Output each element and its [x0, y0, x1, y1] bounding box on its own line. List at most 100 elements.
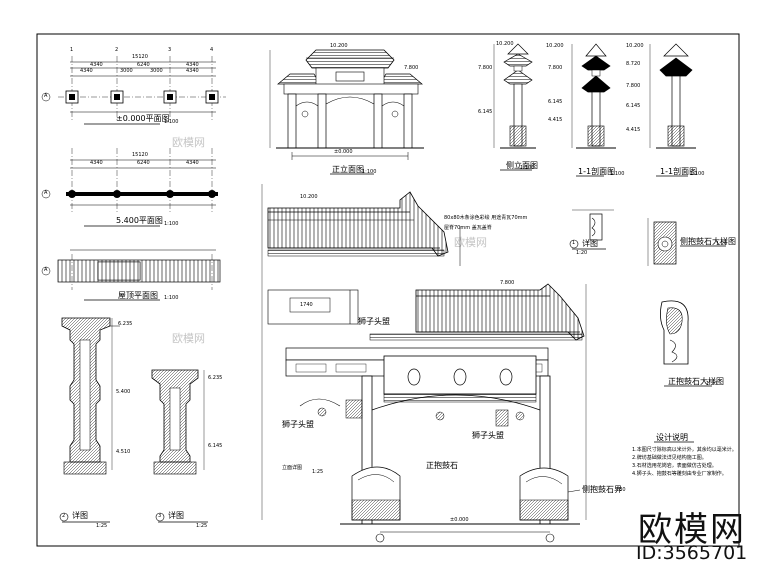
grid-row-a: A [44, 93, 48, 99]
lion-head-2: 狮子头盟 [282, 420, 314, 429]
detail-1-scale: 1:20 [576, 250, 588, 256]
lion-head-3: 狮子头盟 [472, 431, 504, 440]
sec-1-scale: 1:100 [610, 171, 625, 177]
grid-col-3: 3 [168, 47, 172, 53]
watermark-id: ID:3565701 [636, 542, 748, 564]
sec-v-3: 7.800 [548, 65, 563, 71]
side-elevation-drawing [493, 43, 536, 171]
side-top: 10.200 [496, 41, 514, 47]
roof-note-1: 80x80木条涂色彩绘 用途青瓦70mm [444, 215, 528, 221]
roof-plan-scale: 1:100 [164, 295, 179, 301]
note-3: 3.石材选用花岗岩，表面做仿古处理。 [632, 463, 717, 469]
plan5-seg-1: 4340 [90, 160, 103, 166]
front-stone-label: 正抱鼓石 [426, 461, 458, 470]
notes-title: 设计说明 [656, 433, 688, 442]
plan5-top-dim: 15120 [132, 152, 148, 158]
front-elev-title: 正立面图 [332, 165, 364, 174]
detail-1-num: 1 [572, 240, 576, 246]
plan-0-title: ±0.000平面图 [116, 114, 170, 123]
roof-plan-title: 屋顶平面图 [118, 291, 158, 300]
side-elev-title: 侧立面图 [506, 161, 538, 170]
elev-detail-title: 立面详图 [282, 465, 303, 471]
plan5-seg-2: 6240 [137, 160, 150, 166]
side-elev-scale: 1:100 [520, 165, 535, 171]
det3-v-1: 6.235 [208, 375, 223, 381]
plan-5-drawing [41, 148, 218, 227]
detail-2-num: 2 [62, 513, 66, 519]
plan-0-drawing [41, 56, 226, 125]
note-1: 1.本图尺寸除标高以米计外，其余均以毫米计。 [632, 447, 737, 453]
elev-mid: 7.800 [404, 65, 419, 71]
note-4: 4.狮子头、抱鼓石等雕刻由专业厂家制作。 [632, 471, 727, 477]
detail-1-drawing [569, 209, 614, 250]
elev-top: 10.200 [330, 43, 348, 49]
side-stone-num: 180 [616, 487, 626, 493]
big-top: 10.200 [300, 194, 318, 200]
grid-col-1: 1 [70, 47, 74, 53]
sec2-v-3: 7.800 [626, 83, 641, 89]
grid-row-a-2: A [44, 190, 48, 196]
side-v-2: 6.145 [478, 109, 493, 115]
large-elevation-drawing [261, 184, 587, 543]
side-stone-a-scale: 1:20 [716, 241, 728, 247]
sec2-v-4: 6.145 [626, 103, 641, 109]
sheet-border [36, 33, 740, 547]
detail-3-num: 3 [158, 513, 162, 519]
plan0-seg-3: 4340 [186, 62, 199, 68]
plan0-top-dim: 15120 [132, 54, 148, 60]
front-stone-drawing [660, 300, 712, 387]
detail-2-scale: 1:25 [96, 523, 108, 529]
section-1-drawing [571, 43, 616, 177]
grid-col-4: 4 [210, 47, 214, 53]
elev-detail-scale: 1:25 [312, 469, 324, 475]
plan0-bot-3: 3000 [150, 68, 163, 74]
note-2: 2.牌坊基础做法详见结构施工图。 [632, 455, 707, 461]
front-stone-title: 正抱鼓石大样图 [668, 377, 724, 386]
plan-5-title: 5.400平面图 [116, 216, 163, 225]
roof-note-2: 屋脊70mm 盖瓦盖脊 [444, 225, 492, 231]
lion-head-1: 狮子头盟 [358, 317, 390, 326]
sec-v-4: 6.145 [548, 99, 563, 105]
sec-1-title: 1-1剖面图 [578, 167, 616, 176]
side-stone-a-title: 侧抱鼓石大样图 [680, 237, 736, 246]
sec-2-title: 1-1剖面图 [660, 167, 698, 176]
sec-v-5: 4.415 [548, 117, 563, 123]
grid-col-2: 2 [115, 47, 119, 53]
plan-0-scale: 1:100 [164, 119, 179, 125]
front-elev-scale: 1:100 [362, 169, 377, 175]
big-base: ±0.000 [450, 517, 469, 523]
plan5-seg-3: 4340 [186, 160, 199, 166]
det2-v-3: 4.510 [116, 449, 131, 455]
detail-3-scale: 1:25 [196, 523, 208, 529]
watermark-small-3: 欧模网 [172, 332, 205, 345]
detail-2-drawing [59, 317, 120, 523]
elev-base: ±0.000 [334, 149, 353, 155]
plan-5-scale: 1:100 [164, 221, 179, 227]
detail-1-title: 详图 [582, 239, 598, 248]
watermark-small-2: 欧模网 [454, 236, 487, 249]
detail-2-title: 详图 [72, 511, 88, 520]
det2-v-2: 5.400 [116, 389, 131, 395]
side-stone-label: 侧抱鼓石界 [582, 485, 622, 494]
watermark-small-1: 欧模网 [172, 136, 205, 149]
side-stone-a-drawing [647, 218, 726, 266]
section-2-drawing [649, 43, 696, 177]
sec2-v-5: 4.415 [626, 127, 641, 133]
plan0-bot-4: 4340 [186, 68, 199, 74]
sec-2-scale: 1:100 [690, 171, 705, 177]
sec2-v-2: 8.720 [626, 61, 641, 67]
big-mid: 7.800 [500, 280, 515, 286]
sec2-v-1: 10.200 [626, 43, 644, 49]
front-stone-scale: 1:20 [706, 381, 718, 387]
roof-plan-drawing [41, 249, 221, 301]
front-elevation-drawing [269, 49, 424, 175]
plan0-seg-1: 4340 [90, 62, 103, 68]
plan0-seg-2: 6240 [137, 62, 150, 68]
brick-width: 1740 [300, 302, 313, 308]
plan0-bot-1: 4340 [80, 68, 93, 74]
grid-row-a-3: A [44, 267, 48, 273]
detail-3-title: 详图 [168, 511, 184, 520]
detail-3-drawing [151, 369, 208, 523]
det3-v-2: 6.145 [208, 443, 223, 449]
